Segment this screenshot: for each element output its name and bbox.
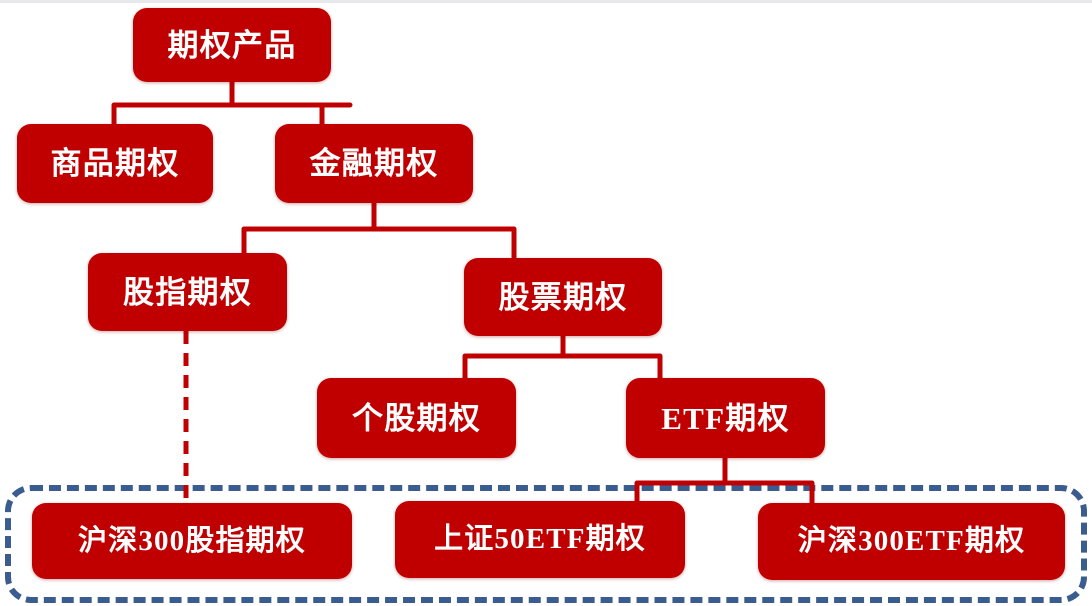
edge-financial-to-index-stock <box>241 200 517 261</box>
node-commodity-options[interactable]: 商品期权 <box>17 124 213 203</box>
node-financial-options[interactable]: 金融期权 <box>275 124 473 203</box>
top-divider <box>0 0 1092 3</box>
highlight-group-box <box>5 485 1087 603</box>
node-csi300-etf-options[interactable]: 沪深300ETF期权 <box>758 503 1065 580</box>
edge-stock-to-single-etf <box>462 333 663 381</box>
node-option-products[interactable]: 期权产品 <box>133 8 331 82</box>
node-stock-index-options[interactable]: 股指期权 <box>88 253 287 331</box>
node-sse50-etf-options[interactable]: 上证50ETF期权 <box>395 501 685 578</box>
node-etf-options[interactable]: ETF期权 <box>626 378 825 458</box>
node-equity-options[interactable]: 股票期权 <box>464 258 662 336</box>
node-csi300-index-options[interactable]: 沪深300股指期权 <box>32 503 352 579</box>
edge-options-to-commodity-financial <box>111 79 353 127</box>
node-single-stock-options[interactable]: 个股期权 <box>317 378 516 458</box>
